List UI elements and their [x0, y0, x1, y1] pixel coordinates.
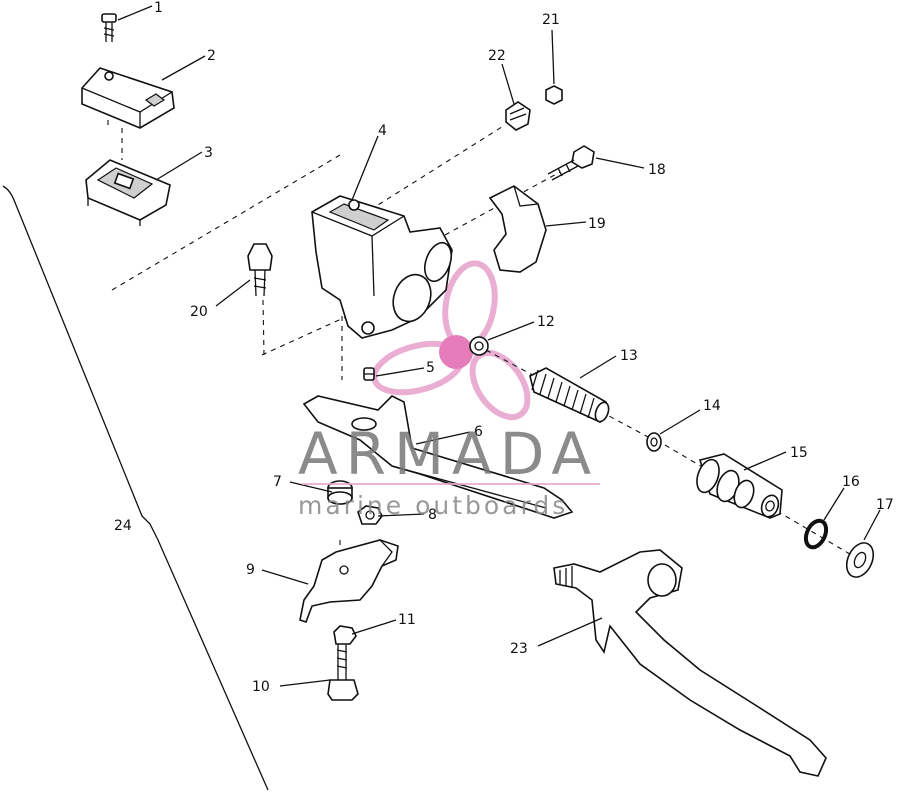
part-lever-6: [302, 395, 574, 519]
callout-13: 13: [620, 348, 638, 364]
part-o-ring-16: [803, 518, 829, 550]
part-bolt-18: [547, 145, 595, 181]
callout-16: 16: [842, 474, 860, 490]
callout-2: 2: [207, 48, 216, 64]
callout-10: 10: [252, 679, 270, 695]
callout-3: 3: [204, 145, 213, 161]
callout-24: 24: [114, 518, 132, 534]
part-master-cylinder-4: [311, 195, 453, 339]
logo-blade-right: [469, 349, 531, 421]
watermark-tagline: marine outboards: [298, 491, 568, 520]
part-nut-5: [363, 367, 375, 381]
callout-1: 1: [154, 0, 163, 16]
callout-7: 7: [273, 474, 282, 490]
callout-4: 4: [378, 123, 387, 139]
callout-17: 17: [876, 497, 894, 513]
part-nut-11: [333, 625, 357, 645]
part-washer-14: [646, 432, 662, 452]
callout-5: 5: [426, 360, 435, 376]
part-bolt-20: [247, 243, 273, 297]
part-washer-12: [469, 336, 489, 356]
callout-23: 23: [510, 641, 528, 657]
dash-line-f: [444, 171, 561, 236]
dash-line-c: [262, 299, 265, 356]
part-bracket-9: [299, 539, 399, 624]
callout-8: 8: [428, 507, 437, 523]
callout-15: 15: [790, 445, 808, 461]
dash-line-a: [111, 154, 341, 291]
dash-line-e: [369, 124, 506, 211]
callout-21: 21: [542, 12, 560, 28]
part-spring-13: [529, 367, 610, 424]
callout-14: 14: [703, 398, 721, 414]
part-cover-2: [81, 67, 175, 129]
part-nut-22: [505, 101, 531, 131]
armada-watermark: ARMADA marine outboards: [298, 420, 600, 520]
dash-line-b: [261, 314, 351, 356]
callout-labels: 1 2 3 4 5 6 7 8 9 10 11 12 13 14 15 16 1…: [114, 0, 894, 695]
part-washer-17: [845, 542, 875, 578]
callout-12: 12: [537, 314, 555, 330]
part-lever-23: [553, 549, 827, 777]
part-nut-21: [545, 85, 563, 105]
callout-11: 11: [398, 612, 416, 628]
armada-propeller-logo: [371, 260, 531, 421]
callout-22: 22: [488, 48, 506, 64]
leader-lines: [117, 5, 881, 687]
callout-18: 18: [648, 162, 666, 178]
logo-hub: [439, 335, 473, 369]
watermark-brand: ARMADA: [298, 420, 599, 488]
part-piston-15: [696, 453, 783, 519]
callout-6: 6: [474, 424, 483, 440]
part-clamp-19: [488, 185, 547, 273]
callout-19: 19: [588, 216, 606, 232]
callout-20: 20: [190, 304, 208, 320]
callout-9: 9: [246, 562, 255, 578]
part-screw-1: [101, 13, 117, 42]
part-bolt-10: [327, 642, 359, 701]
bracket-24: [2, 185, 269, 791]
part-diaphragm-3: [85, 159, 171, 226]
